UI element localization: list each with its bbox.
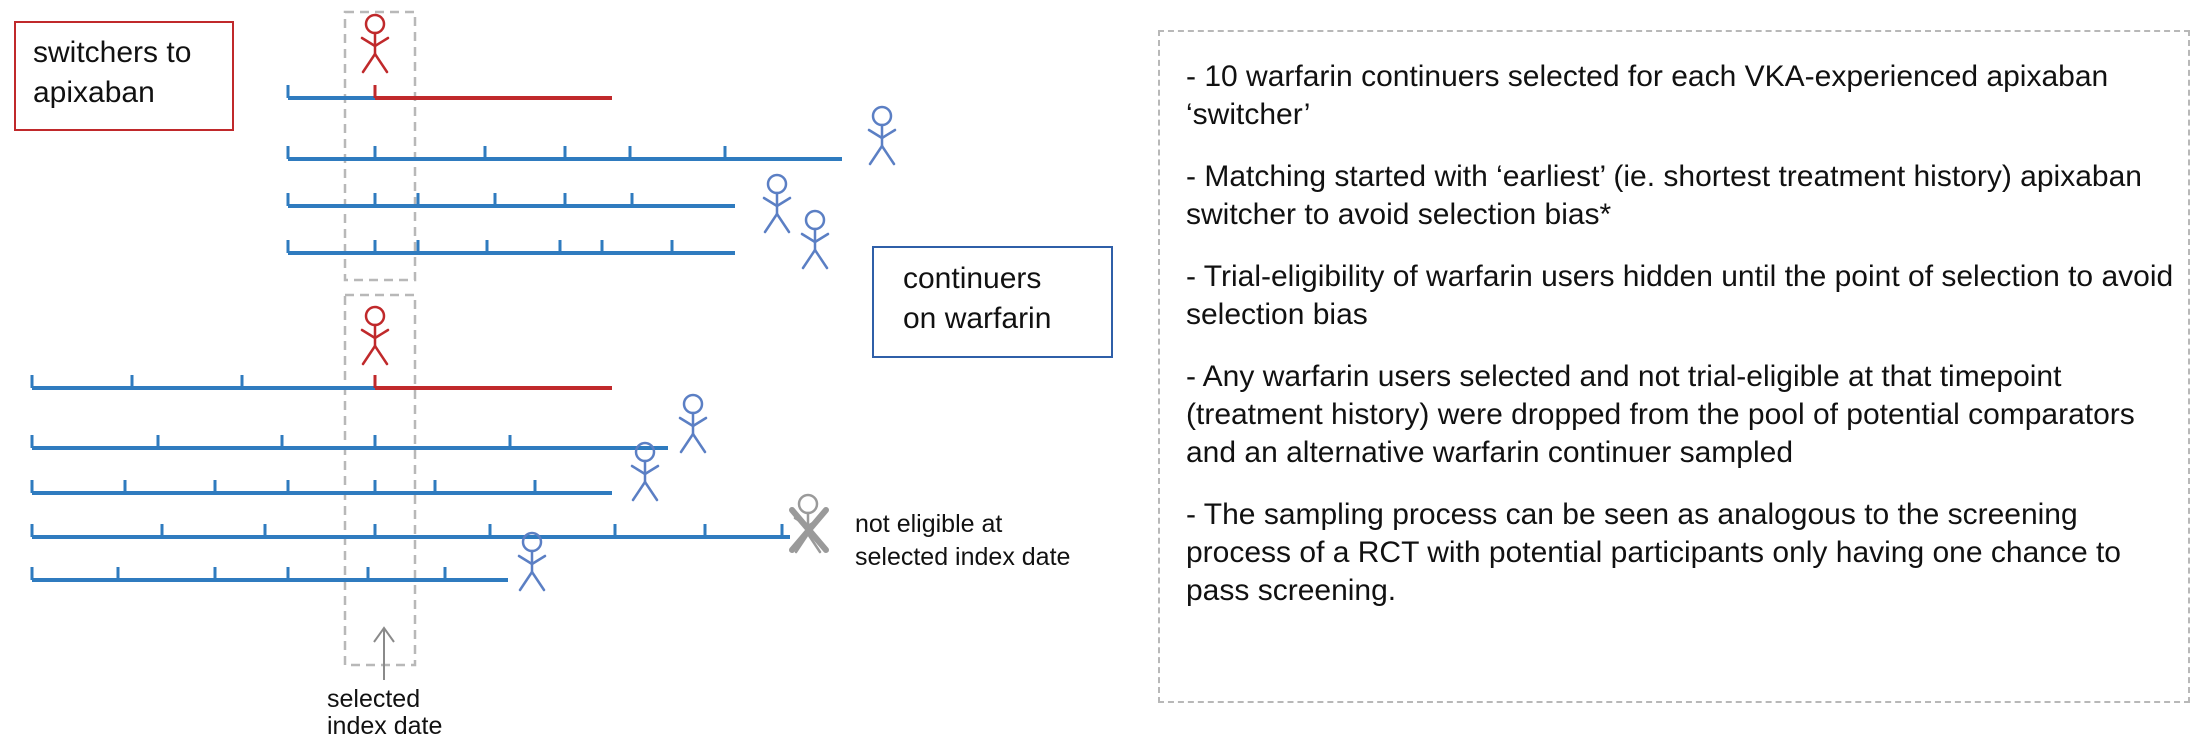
not-eligible-label-line1: not eligible at — [855, 510, 1002, 538]
continuer-figure-icon — [630, 441, 660, 502]
switcher-figure-icon — [360, 13, 390, 74]
timeline-1 — [286, 85, 612, 100]
timeline-3 — [286, 193, 735, 208]
continuer-figure-icon — [517, 531, 547, 592]
continuer-figure-icon — [800, 209, 830, 270]
switchers-label-box — [14, 21, 234, 131]
continuer-figure-icon — [678, 393, 708, 454]
not-eligible-label-line2: selected index date — [855, 543, 1070, 571]
continuers-label-line2: on warfarin — [903, 302, 1051, 335]
timeline-2 — [286, 146, 842, 161]
timeline-4 — [286, 240, 735, 255]
matching-diagram: switchers to apixaban continuers on warf… — [14, 10, 1113, 738]
figures — [360, 13, 897, 592]
index-window-bottom — [343, 293, 417, 667]
notes-panel: - 10 warfarin continuers selected for ea… — [1158, 30, 2190, 703]
note-1: - 10 warfarin continuers selected for ea… — [1186, 60, 2109, 131]
timeline-7 — [30, 480, 612, 495]
timeline-8 — [30, 524, 790, 539]
index-window-top — [343, 10, 417, 282]
index-date-label-line1: selected — [327, 685, 420, 713]
up-arrow-icon — [373, 626, 395, 680]
note-5: - The sampling process can be seen as an… — [1186, 498, 2121, 607]
continuers-label-box — [872, 246, 1113, 358]
continuers-label-line1: continuers — [903, 262, 1041, 295]
timeline-6 — [30, 435, 668, 450]
switcher-figure-icon — [360, 305, 390, 366]
continuer-figure-icon — [762, 173, 792, 234]
excluded-figure-icon — [789, 493, 829, 554]
timeline-5 — [30, 375, 612, 390]
note-4: - Any warfarin users selected and not tr… — [1186, 360, 2135, 469]
timeline-9 — [30, 567, 508, 582]
index-date-label-line2: index date — [327, 712, 442, 738]
note-3: - Trial-eligibility of warfarin users hi… — [1186, 260, 2174, 331]
timelines — [30, 85, 842, 582]
switchers-label-line1: switchers to — [33, 36, 191, 69]
switchers-label-line2: apixaban — [33, 76, 155, 109]
continuer-figure-icon — [867, 105, 897, 166]
note-2: - Matching started with ‘earliest’ (ie. … — [1186, 160, 2142, 231]
